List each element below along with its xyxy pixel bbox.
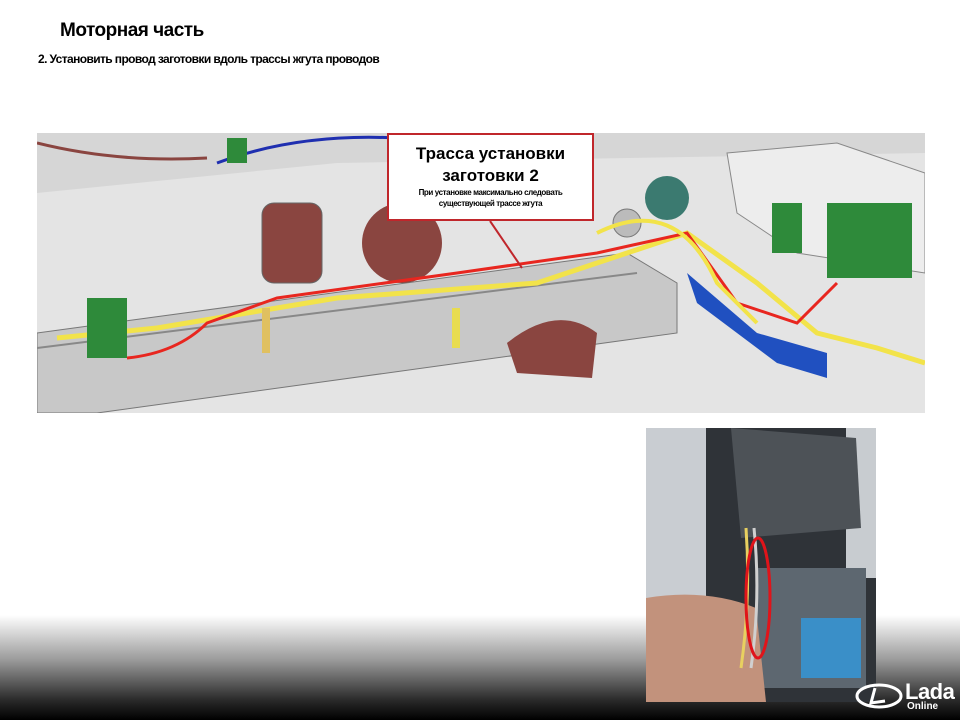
connector-photo [646, 428, 876, 702]
lada-boat-icon [855, 683, 903, 709]
slide-title: Моторная часть [60, 20, 204, 41]
callout-heading-1: Трасса установки [415, 144, 566, 163]
logo-sub: Online [907, 701, 939, 712]
callout-note-1: При установке максимально следовать [418, 188, 563, 197]
callout-heading-2: заготовки 2 [442, 166, 539, 185]
logo-brand: Lada [905, 679, 955, 704]
slide-subtitle: 2. Установить провод заготовки вдоль тра… [38, 52, 380, 66]
callout-note-2: существующей трассе жгута [438, 199, 543, 208]
lada-online-logo: Lada Online [855, 679, 955, 714]
route-callout: Трасса установки заготовки 2 При установ… [387, 133, 594, 221]
